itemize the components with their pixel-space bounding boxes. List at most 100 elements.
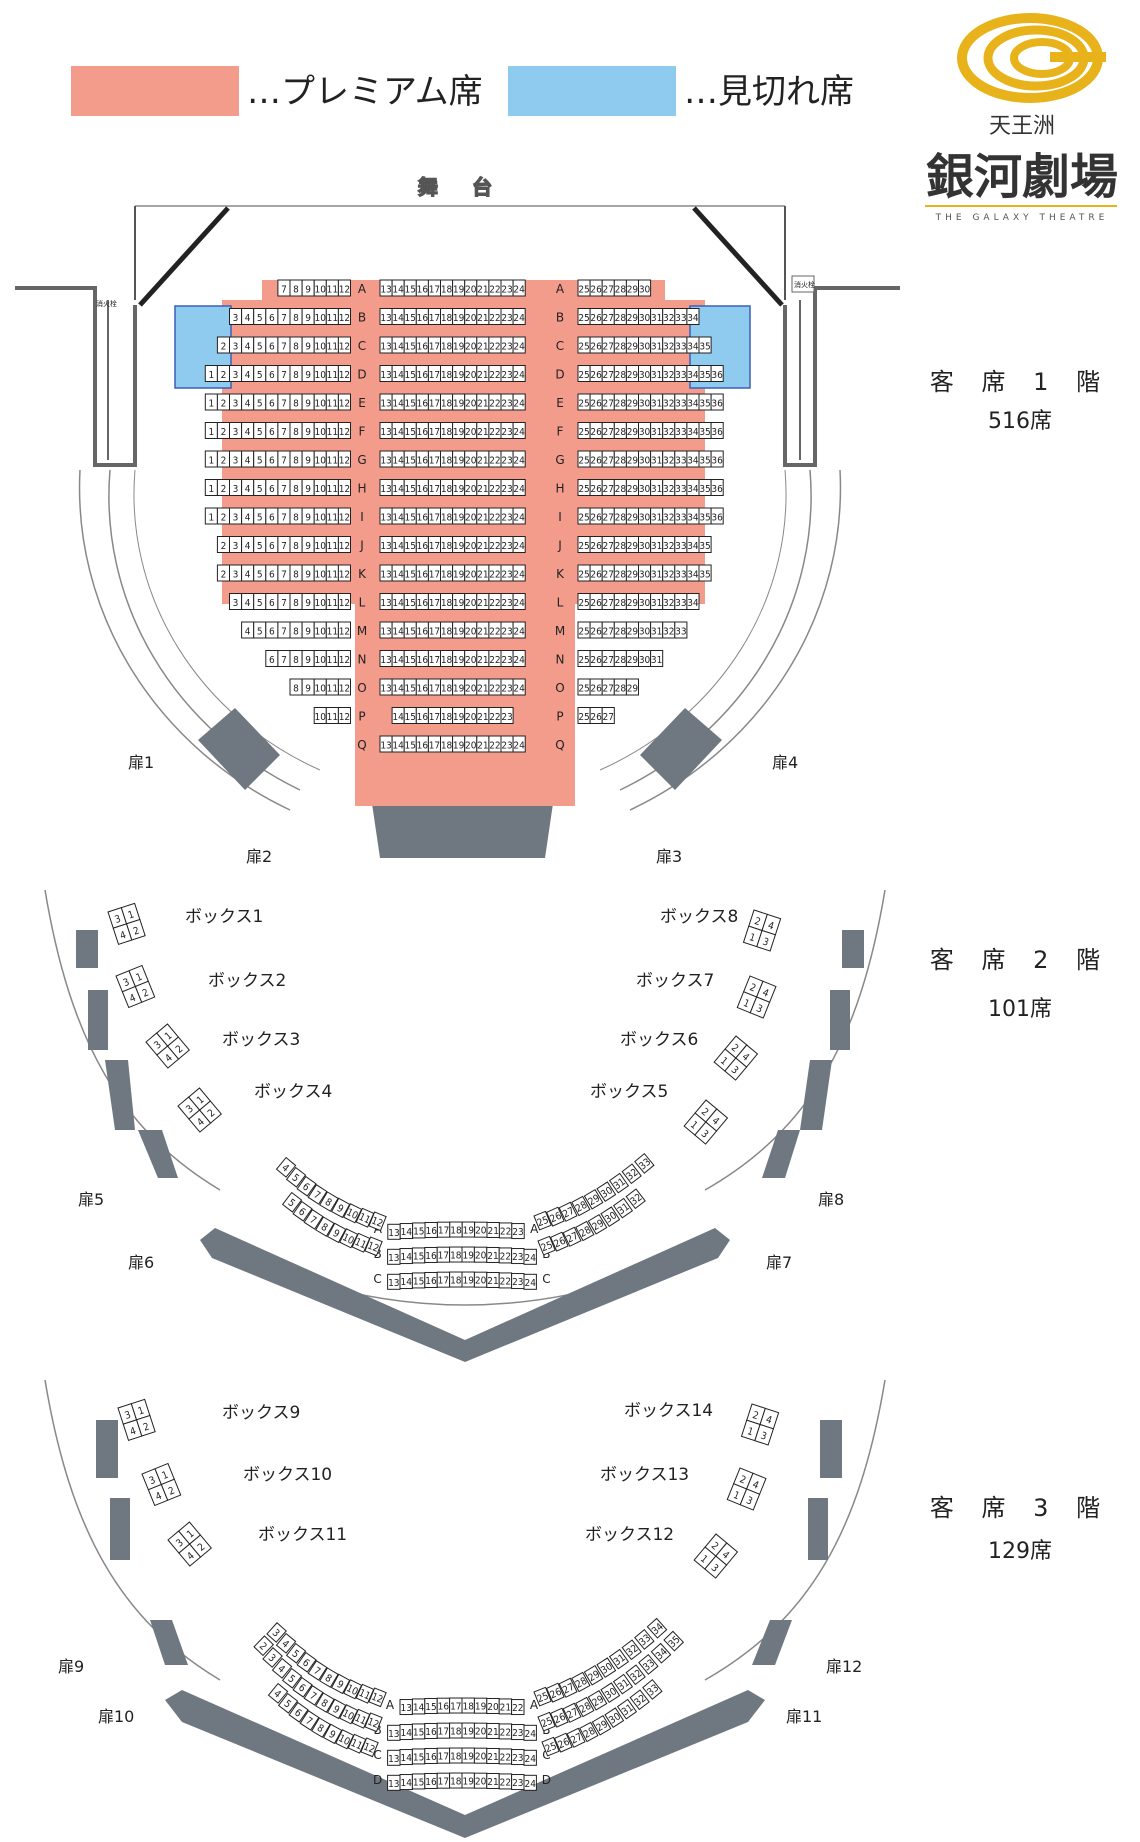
- seat-1F-N-31[interactable]: 31: [650, 650, 664, 667]
- seat-1F-M-7[interactable]: 7: [277, 621, 291, 639]
- seat-1F-D-33[interactable]: 33: [674, 365, 688, 382]
- seat-1F-M-33[interactable]: 33: [674, 621, 688, 639]
- seat-1F-F-34[interactable]: 34: [686, 422, 700, 439]
- seat-1F-G-18[interactable]: 18: [440, 450, 454, 468]
- seat-1F-D-1[interactable]: 1: [204, 365, 218, 382]
- seat-1F-E-4[interactable]: 4: [241, 393, 255, 411]
- seat-1F-G-23[interactable]: 23: [500, 450, 514, 468]
- seat-2F-A-23[interactable]: 23: [511, 1223, 525, 1240]
- seat-1F-A-30[interactable]: 30: [638, 279, 652, 297]
- seat-1F-G-21[interactable]: 21: [476, 450, 490, 468]
- seat-1F-E-10[interactable]: 10: [313, 393, 327, 411]
- seat-1F-I-16[interactable]: 16: [415, 507, 429, 525]
- seat-1F-E-23[interactable]: 23: [500, 393, 514, 411]
- seat-3F-B-14[interactable]: 14: [399, 1724, 413, 1741]
- seat-1F-B-12[interactable]: 12: [337, 308, 351, 325]
- seat-1F-J-18[interactable]: 18: [440, 536, 454, 553]
- seat-1F-B-15[interactable]: 15: [403, 308, 417, 325]
- seat-1F-I-1[interactable]: 1: [204, 507, 218, 525]
- seat-1F-O-11[interactable]: 11: [325, 678, 339, 696]
- seat-1F-N-13[interactable]: 13: [379, 650, 393, 667]
- seat-1F-O-27[interactable]: 27: [601, 678, 615, 696]
- seat-1F-M-12[interactable]: 12: [337, 621, 351, 639]
- box-12-seats-seat-3[interactable]: 3: [704, 1555, 728, 1579]
- seat-1F-B-32[interactable]: 32: [662, 308, 676, 325]
- seat-1F-E-12[interactable]: 12: [337, 393, 351, 411]
- seat-1F-H-29[interactable]: 29: [625, 479, 640, 496]
- seat-1F-J-19[interactable]: 19: [452, 536, 466, 553]
- seat-1F-D-21[interactable]: 21: [476, 365, 490, 382]
- seat-3F-D-14[interactable]: 14: [399, 1774, 413, 1791]
- seat-1F-B-30[interactable]: 30: [638, 308, 652, 325]
- seat-1F-B-21[interactable]: 21: [476, 308, 490, 325]
- seat-1F-N-9[interactable]: 9: [301, 650, 315, 667]
- seat-1F-H-5[interactable]: 5: [253, 479, 267, 496]
- seat-3F-A-22[interactable]: 22: [511, 1699, 525, 1716]
- seat-1F-F-31[interactable]: 31: [650, 422, 664, 439]
- seat-1F-H-4[interactable]: 4: [241, 479, 255, 496]
- seat-1F-K-18[interactable]: 18: [440, 564, 454, 582]
- seat-1F-J-3[interactable]: 3: [229, 536, 243, 553]
- seat-1F-E-1[interactable]: 1: [204, 393, 218, 411]
- seat-1F-B-17[interactable]: 17: [427, 308, 441, 325]
- seat-3F-C-30[interactable]: 30: [604, 1707, 625, 1729]
- seat-1F-G-1[interactable]: 1: [204, 450, 218, 468]
- seat-3F-A-6[interactable]: 6: [296, 1651, 317, 1673]
- seat-1F-C-32[interactable]: 32: [662, 336, 676, 354]
- seat-1F-B-7[interactable]: 7: [277, 308, 291, 325]
- seat-3F-D-21[interactable]: 21: [486, 1772, 500, 1789]
- box-4-seats-seat-2[interactable]: 2: [198, 1100, 223, 1124]
- seat-1F-H-15[interactable]: 15: [403, 479, 417, 496]
- seat-1F-N-29[interactable]: 29: [625, 650, 640, 667]
- box-10-seats-seat-2[interactable]: 2: [160, 1478, 182, 1501]
- seat-1F-K-10[interactable]: 10: [313, 564, 327, 582]
- seat-1F-M-31[interactable]: 31: [650, 621, 664, 639]
- seat-1F-L-29[interactable]: 29: [625, 593, 640, 610]
- seat-1F-J-32[interactable]: 32: [662, 536, 676, 553]
- seat-1F-E-32[interactable]: 32: [662, 393, 676, 411]
- seat-2F-C-22[interactable]: 22: [498, 1272, 513, 1289]
- seat-1F-N-25[interactable]: 25: [577, 650, 591, 667]
- seat-1F-M-22[interactable]: 22: [488, 621, 502, 639]
- seat-1F-C-22[interactable]: 22: [488, 336, 502, 354]
- seat-1F-K-32[interactable]: 32: [662, 564, 676, 582]
- seat-3F-C-15[interactable]: 15: [411, 1748, 426, 1765]
- seat-1F-A-24[interactable]: 24: [512, 279, 526, 297]
- seat-1F-J-28[interactable]: 28: [613, 536, 627, 553]
- seat-1F-I-12[interactable]: 12: [337, 507, 351, 525]
- seat-1F-J-34[interactable]: 34: [686, 536, 700, 553]
- seat-2F-B-17[interactable]: 17: [436, 1246, 451, 1263]
- seat-1F-C-24[interactable]: 24: [512, 336, 526, 354]
- seat-1F-G-9[interactable]: 9: [301, 450, 315, 468]
- seat-1F-P-16[interactable]: 16: [415, 707, 429, 724]
- seat-1F-H-3[interactable]: 3: [229, 479, 243, 496]
- seat-1F-K-19[interactable]: 19: [452, 564, 466, 582]
- seat-1F-C-10[interactable]: 10: [313, 336, 327, 354]
- seat-1F-J-25[interactable]: 25: [577, 536, 591, 553]
- seat-1F-B-10[interactable]: 10: [313, 308, 327, 325]
- seat-1F-C-6[interactable]: 6: [265, 336, 279, 354]
- seat-1F-D-3[interactable]: 3: [229, 365, 243, 382]
- seat-1F-P-25[interactable]: 25: [577, 707, 591, 724]
- seat-2F-A-15[interactable]: 15: [412, 1222, 426, 1239]
- seat-1F-Q-18[interactable]: 18: [440, 735, 454, 753]
- seat-1F-A-27[interactable]: 27: [601, 279, 615, 297]
- seat-1F-G-7[interactable]: 7: [277, 450, 291, 468]
- seat-3F-A-34[interactable]: 34: [646, 1617, 668, 1639]
- seat-1F-M-28[interactable]: 28: [613, 621, 627, 639]
- seat-1F-O-29[interactable]: 29: [625, 678, 640, 696]
- seat-1F-E-16[interactable]: 16: [415, 393, 429, 411]
- seat-1F-F-24[interactable]: 24: [512, 422, 526, 439]
- seat-1F-J-6[interactable]: 6: [265, 536, 279, 553]
- seat-3F-C-5[interactable]: 5: [277, 1692, 299, 1714]
- seat-1F-K-4[interactable]: 4: [241, 564, 255, 582]
- seat-3F-B-28[interactable]: 28: [575, 1696, 595, 1718]
- seat-1F-C-27[interactable]: 27: [601, 336, 615, 354]
- seat-3F-B-26[interactable]: 26: [549, 1707, 569, 1728]
- seat-2F-B-30[interactable]: 30: [600, 1206, 621, 1228]
- seat-3F-C-24[interactable]: 24: [523, 1749, 537, 1766]
- box-1-seats-seat-2[interactable]: 2: [125, 918, 146, 941]
- seat-1F-E-36[interactable]: 36: [710, 393, 724, 411]
- seat-1F-M-30[interactable]: 30: [638, 621, 652, 639]
- seat-1F-F-21[interactable]: 21: [476, 422, 490, 439]
